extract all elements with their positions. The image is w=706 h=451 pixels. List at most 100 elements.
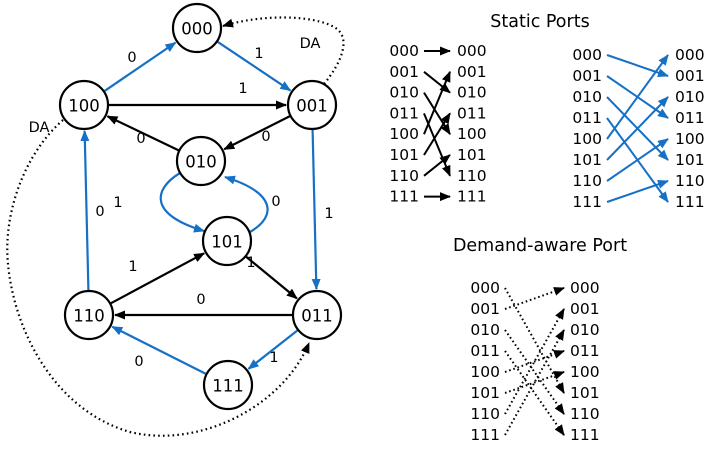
port-label-left-011: 011 bbox=[470, 342, 500, 360]
da-edge-001-000 bbox=[222, 16, 345, 85]
edge-label: 1 bbox=[128, 259, 137, 275]
port-arrow-001-000 bbox=[504, 287, 565, 310]
edge-label: 1 bbox=[238, 81, 247, 97]
port-arrow-000-101 bbox=[504, 287, 565, 394]
port-label-left-001: 001 bbox=[572, 67, 602, 85]
edge-110-100 bbox=[80, 129, 90, 291]
port-arrow-010-110 bbox=[504, 329, 565, 415]
graph-edges bbox=[6, 16, 345, 437]
graph-node-010 bbox=[175, 135, 227, 187]
port-label-left-000: 000 bbox=[389, 42, 419, 60]
port-label-left-001: 001 bbox=[470, 300, 500, 318]
port-label-left-100: 100 bbox=[572, 130, 602, 148]
graph-node-000 bbox=[171, 2, 223, 54]
edge-label: 1 bbox=[246, 255, 255, 271]
port-arrow-010-100 bbox=[423, 92, 451, 136]
port-label-right-000: 000 bbox=[457, 42, 487, 60]
edge-010-100 bbox=[106, 115, 179, 152]
port-arrow-101-011 bbox=[423, 112, 451, 156]
port-arrow-100-001 bbox=[423, 70, 451, 135]
edge-label: 1 bbox=[324, 206, 333, 222]
graph-node-101 bbox=[201, 215, 253, 267]
port-label-right-000: 000 bbox=[570, 279, 600, 297]
graph-node-label-101: 101 bbox=[211, 233, 243, 252]
edge-label: 0 bbox=[271, 194, 280, 210]
edge-label: 0 bbox=[127, 50, 136, 66]
edge-001-010 bbox=[223, 115, 291, 151]
graph-node-label-110: 110 bbox=[73, 307, 105, 326]
edge-label: 1 bbox=[269, 350, 278, 366]
port-label-left-000: 000 bbox=[470, 279, 500, 297]
graph-node-label-000: 000 bbox=[181, 20, 213, 39]
port-arrow-100-000 bbox=[606, 54, 669, 140]
port-label-right-010: 010 bbox=[675, 88, 705, 106]
port-arrow-000-001 bbox=[606, 54, 669, 77]
port-label-right-111: 111 bbox=[570, 426, 600, 444]
edge-010-101 bbox=[159, 172, 205, 233]
port-arrow-101-100 bbox=[504, 371, 565, 394]
graph-node-label-111: 111 bbox=[212, 377, 244, 396]
port-label-left-111: 111 bbox=[572, 193, 602, 211]
da-edge-label: DA bbox=[29, 120, 50, 136]
port-label-right-111: 111 bbox=[457, 188, 487, 206]
port-label-left-110: 110 bbox=[572, 172, 602, 190]
port-label-right-000: 000 bbox=[675, 46, 705, 64]
port-label-left-000: 000 bbox=[572, 46, 602, 64]
graph-node-label-011: 011 bbox=[301, 307, 333, 326]
port-arrow-111-110 bbox=[606, 180, 669, 203]
port-label-left-110: 110 bbox=[389, 167, 419, 185]
port-arrow-110-101 bbox=[423, 154, 451, 177]
edge-label: 0 bbox=[196, 292, 205, 308]
static-ports-title: Static Ports bbox=[490, 12, 589, 32]
edge-001-011 bbox=[311, 129, 321, 291]
port-label-left-001: 001 bbox=[389, 63, 419, 81]
edge-label: 0 bbox=[261, 129, 270, 145]
port-label-left-010: 010 bbox=[572, 88, 602, 106]
port-label-left-011: 011 bbox=[389, 104, 419, 122]
port-label-right-100: 100 bbox=[457, 125, 487, 143]
edge-101-010 bbox=[224, 175, 269, 233]
port-arrow-011-111 bbox=[504, 350, 565, 436]
da-edge-100-011 bbox=[6, 119, 311, 437]
graph-node-001 bbox=[286, 79, 338, 131]
port-label-right-011: 011 bbox=[675, 109, 705, 127]
port-arrow-001-010 bbox=[423, 71, 451, 94]
port-label-left-110: 110 bbox=[470, 405, 500, 423]
edge-label: 0 bbox=[95, 204, 104, 220]
port-label-left-101: 101 bbox=[572, 151, 602, 169]
port-label-right-001: 001 bbox=[570, 300, 600, 318]
edge-110-101 bbox=[110, 252, 205, 305]
graph-node-label-100: 100 bbox=[68, 97, 100, 116]
graph-node-label-001: 001 bbox=[296, 97, 328, 116]
edge-100-000 bbox=[104, 41, 177, 92]
da-edge-label: DA bbox=[300, 36, 321, 52]
port-label-left-011: 011 bbox=[572, 109, 602, 127]
edge-label: 0 bbox=[136, 131, 145, 147]
port-label-right-011: 011 bbox=[457, 104, 487, 122]
port-arrow-101-010 bbox=[606, 96, 669, 161]
graph-node-100 bbox=[58, 79, 110, 131]
port-label-left-100: 100 bbox=[470, 363, 500, 381]
demand-aware-port-title: Demand-aware Port bbox=[453, 236, 627, 256]
port-label-right-010: 010 bbox=[570, 321, 600, 339]
port-label-right-101: 101 bbox=[675, 151, 705, 169]
port-label-left-101: 101 bbox=[389, 146, 419, 164]
port-label-left-111: 111 bbox=[389, 188, 419, 206]
edge-label: 0 bbox=[134, 354, 143, 370]
port-label-left-111: 111 bbox=[470, 426, 500, 444]
port-label-right-001: 001 bbox=[675, 67, 705, 85]
port-label-left-101: 101 bbox=[470, 384, 500, 402]
edge-000-001 bbox=[217, 40, 292, 92]
port-label-right-110: 110 bbox=[457, 167, 487, 185]
port-arrow-110-100 bbox=[606, 138, 669, 182]
graph-node-011 bbox=[291, 289, 343, 341]
port-label-left-010: 010 bbox=[470, 321, 500, 339]
edge-011-111 bbox=[247, 329, 299, 370]
port-label-right-101: 101 bbox=[570, 384, 600, 402]
